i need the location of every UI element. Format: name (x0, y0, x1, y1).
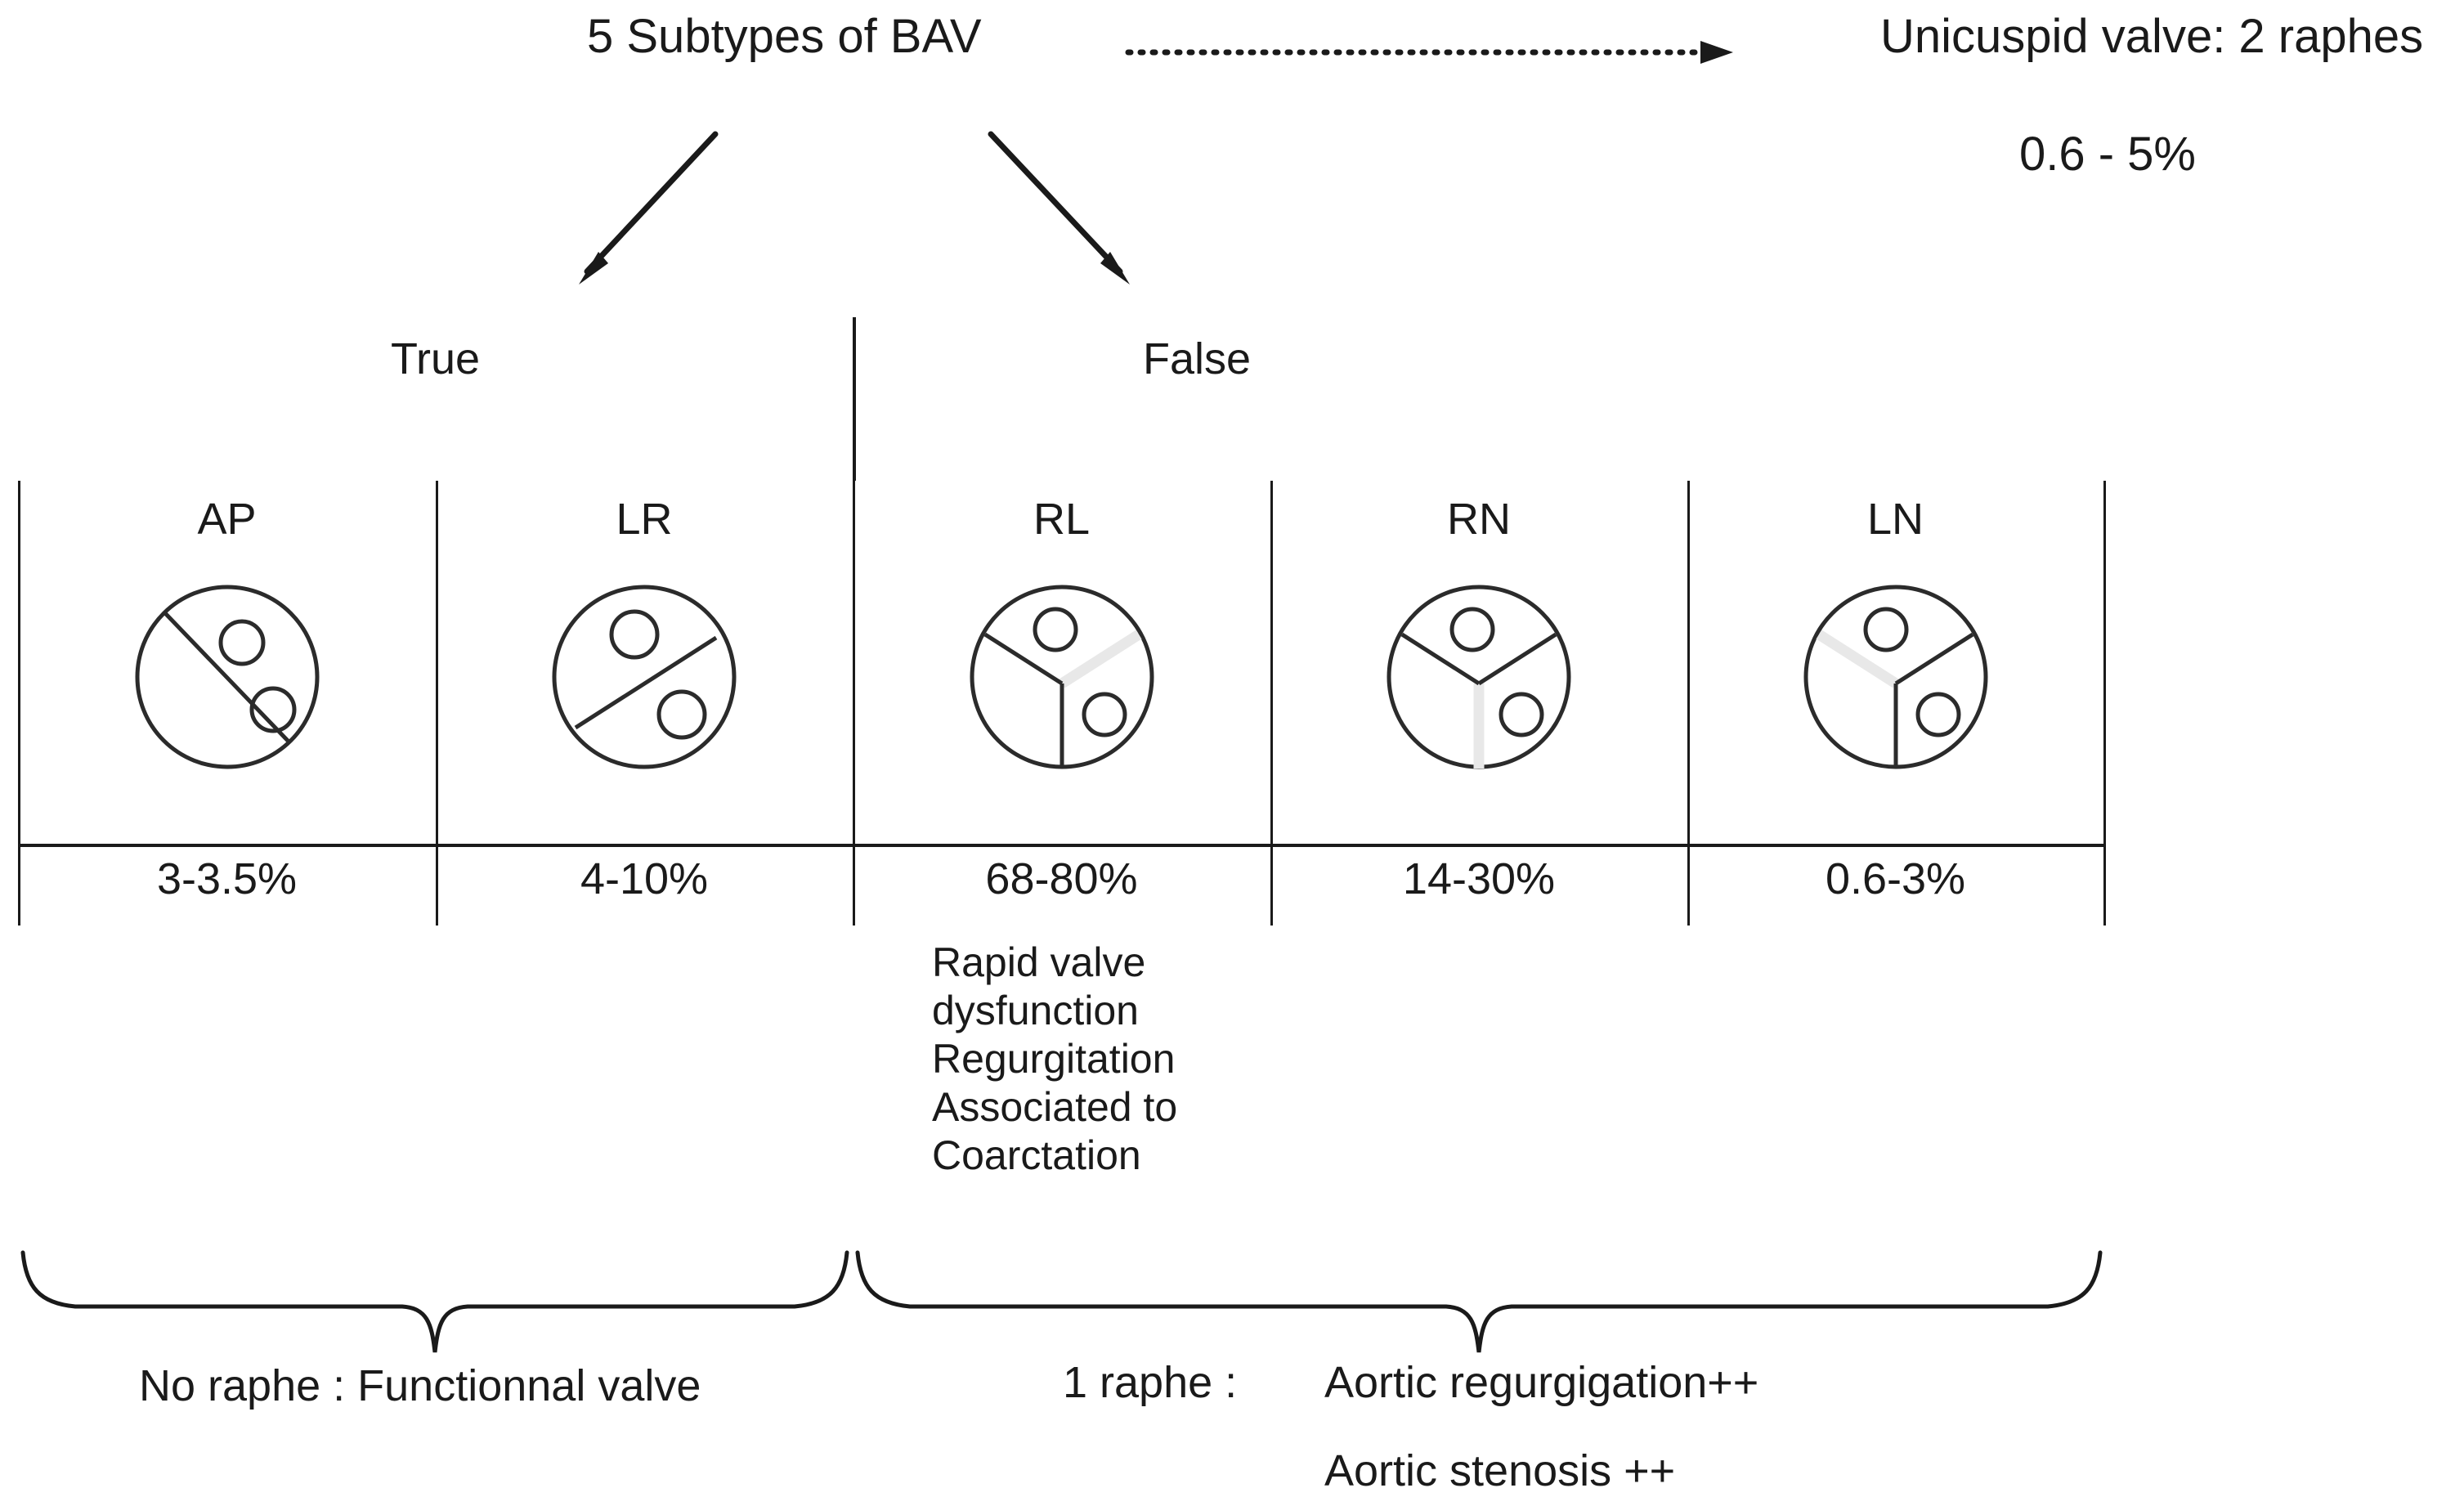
branch-label-false: False (1143, 334, 1252, 383)
valve-slot-ap (18, 579, 436, 775)
footer-caption-one-raphe-prefix: 1 raphe : (1063, 1358, 1238, 1407)
curly-brace-down-icon-right (855, 1250, 2103, 1353)
dotted-arrow-right-icon (1125, 41, 1733, 64)
percent-rule-2 (853, 847, 855, 926)
table-rule-3 (1270, 481, 1273, 916)
valve-rn-icon (1387, 585, 1571, 769)
footer-caption-aortic-regurgitation: Aortic regurgigation++ (1324, 1358, 1759, 1407)
valve-ap-icon (135, 585, 319, 769)
percent-lr: 4-10% (580, 854, 709, 903)
page-title: 5 Subtypes of BAV (587, 10, 982, 63)
table-column-ap: AP (18, 481, 436, 916)
table-rule-4 (1687, 481, 1690, 916)
rl-note-line-5: Coarctation (932, 1132, 1141, 1178)
percent-rule-4 (1687, 847, 1690, 926)
rl-note-line-2: dysfunction (932, 988, 1139, 1033)
column-code-ap: AP (197, 495, 257, 544)
table-column-rl: RL (853, 481, 1270, 916)
percent-ln: 0.6-3% (1825, 854, 1966, 903)
valve-slot-rn (1270, 579, 1687, 775)
subtype-table: AP LR (18, 481, 2106, 916)
table-rule-0 (18, 481, 20, 916)
rl-note-line-1: Rapid valve (932, 939, 1146, 985)
table-rule-5 (2103, 481, 2106, 916)
rl-note-line-4: Associated to (932, 1084, 1178, 1130)
percent-row: 3-3.5% 4-10% 68-80% 14-30% 0.6-3% (18, 847, 2106, 926)
column-code-lr: LR (616, 495, 673, 544)
column-code-rl: RL (1033, 495, 1091, 544)
table-column-lr: LR (436, 481, 853, 916)
table-horizontal-rule (18, 844, 2106, 847)
curly-brace-down-icon-left (20, 1250, 849, 1353)
valve-slot-lr (436, 579, 853, 775)
footer-caption-no-raphe: No raphe : Functionnal valve (139, 1361, 701, 1410)
percent-ap: 3-3.5% (156, 854, 298, 903)
percent-rule-1 (436, 847, 438, 926)
percent-rule-0 (18, 847, 20, 926)
group-divider-upper (853, 317, 856, 481)
column-code-rn: RN (1447, 495, 1511, 544)
table-rule-1 (436, 481, 438, 916)
rl-clinical-notes: Rapid valve dysfunction Regurgitation As… (932, 939, 1243, 1180)
arrow-down-left-icon (579, 131, 719, 285)
rl-note-line-3: Regurgitation (932, 1036, 1176, 1082)
column-code-ln: LN (1866, 495, 1924, 544)
unicuspid-valve-label: Unicuspid valve: 2 raphes (1880, 10, 2424, 63)
unicuspid-valve-percent: 0.6 - 5% (2019, 128, 2196, 181)
percent-rule-3 (1270, 847, 1273, 926)
arrow-down-right-icon (988, 131, 1130, 285)
percent-rn: 14-30% (1402, 854, 1556, 903)
valve-slot-ln (1687, 579, 2103, 775)
percent-rule-5 (2103, 847, 2106, 926)
valve-rl-icon (970, 585, 1154, 769)
table-rule-2 (853, 481, 855, 916)
valve-slot-rl (853, 579, 1270, 775)
table-column-rn: RN (1270, 481, 1687, 916)
branch-label-true: True (391, 334, 481, 383)
table-column-ln: LN (1687, 481, 2103, 916)
valve-lr-icon (552, 585, 737, 769)
valve-ln-icon (1803, 585, 1987, 769)
footer-caption-aortic-stenosis: Aortic stenosis ++ (1324, 1446, 1676, 1495)
percent-rl: 68-80% (985, 854, 1138, 903)
